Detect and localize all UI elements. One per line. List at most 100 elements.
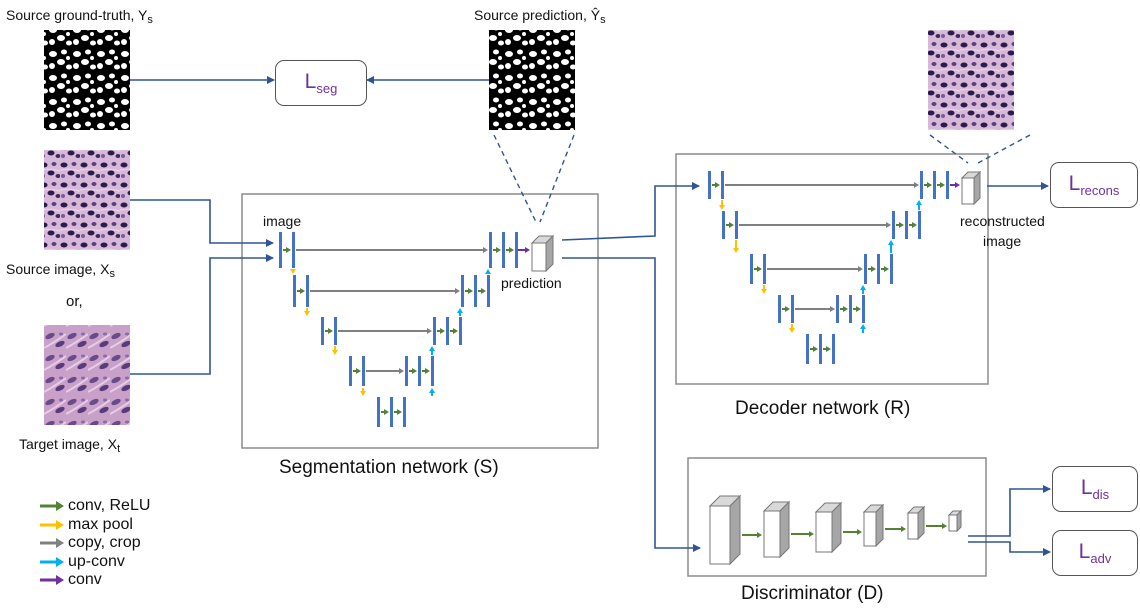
disc-to-adv-loss-arrow <box>968 541 1051 556</box>
source-prediction-text: Source prediction, <box>474 7 591 23</box>
legend-arrow-icon <box>40 538 64 548</box>
source-prediction-thumbnail <box>489 30 575 130</box>
dis-loss-symbol: L <box>1080 476 1093 499</box>
seg-enc-3-bar-1 <box>349 356 352 386</box>
legend-label: conv <box>68 571 102 588</box>
seg-dec-0-conv-relu-1-head <box>496 247 501 253</box>
dec-enc-1-bar-1 <box>722 211 725 239</box>
legend-item: up-conv <box>40 553 125 571</box>
seg-dec-2-bar-3 <box>459 317 462 345</box>
dec-skip-2-head <box>858 266 863 272</box>
seg-loss-subscript: seg <box>316 81 338 96</box>
source-prediction-label: Source prediction, Ŷs <box>474 8 606 26</box>
dec-upconv-0-head <box>916 200 922 205</box>
dec-enc-0-bar-1 <box>708 171 711 199</box>
disc-to-dis-loss-arrow <box>968 485 1051 537</box>
seg-bottleneck-bar-2 <box>390 397 393 427</box>
seg-bottleneck-bar-3 <box>403 397 406 427</box>
disc-arrow-2-head <box>857 529 862 535</box>
seg-to-disc-arrow <box>562 257 701 552</box>
seg-dec-3-conv-relu-2-head <box>425 368 430 374</box>
seg-enc-1-bar-2 <box>306 275 309 307</box>
discriminator-box <box>687 457 987 577</box>
disc-block-2-side <box>831 501 842 554</box>
dec-dec-1-bar-2 <box>905 211 908 239</box>
legend-arrow-icon <box>40 575 64 585</box>
seg-dec-2-bar-2 <box>446 317 449 345</box>
dec-maxpool-0-head <box>719 205 725 210</box>
dec-enc-3-bar-1 <box>778 295 781 323</box>
or-label: or, <box>66 293 83 310</box>
dec-dec-0-bar-3 <box>946 171 949 199</box>
disc-block-0-front <box>709 505 731 565</box>
dec-dec-3-conv-relu-1-head <box>843 306 848 312</box>
legend-item: copy, crop <box>40 534 141 552</box>
legend-label: copy, crop <box>68 534 141 551</box>
seg-skip-3-head <box>399 368 404 374</box>
disc-block-5-front <box>948 514 958 532</box>
legend-arrow-icon <box>40 519 64 530</box>
seg-bottleneck-conv-relu-1-head <box>384 409 389 415</box>
dec-dec-3-bar-2 <box>849 295 852 323</box>
reconstructed-image-thumbnail <box>928 30 1014 130</box>
legend-label: up-conv <box>68 552 125 570</box>
seg-enc-1-bar-1 <box>293 275 296 307</box>
target-image-thumbnail <box>44 325 130 425</box>
seg-skip-2-head <box>427 328 432 334</box>
discriminator-title: Discriminator (D) <box>741 583 884 604</box>
decoder-network-box <box>675 153 989 385</box>
reconstructed-label-line2: image <box>983 233 1022 249</box>
legend-item: conv <box>40 571 102 589</box>
dec-dec-0-bar-2 <box>933 171 936 199</box>
dec-dec-0-conv-relu-1-head <box>927 182 932 188</box>
image-label: image <box>263 213 302 229</box>
source-ground-truth-symbol: Y <box>138 7 148 23</box>
seg-maxpool-1-head <box>304 311 310 316</box>
dec-final-conv-head <box>955 182 960 188</box>
target-to-seg-arrow <box>130 254 274 375</box>
dec-bottleneck-conv-relu-1-head <box>813 346 818 352</box>
seg-dec-0-bar-3 <box>515 232 518 268</box>
dec-enc-2-bar-2 <box>763 254 766 284</box>
target-image-subscript: t <box>117 443 121 455</box>
seg-dec-1-conv-relu-1-head <box>468 288 473 294</box>
dec-dec-0-bar-1 <box>920 171 923 199</box>
seg-enc-0-bar-1 <box>279 232 282 268</box>
adv-loss-symbol: L <box>1078 540 1091 563</box>
seg-loss-label: Lseg <box>305 71 338 95</box>
dec-dec-1-bar-3 <box>918 211 921 239</box>
disc-block-1-side <box>779 500 790 559</box>
dec-maxpool-1-head <box>733 248 739 253</box>
recons-loss-box: Lrecons <box>1050 162 1138 208</box>
seg-prediction-cube-front <box>531 242 547 272</box>
source-ground-truth-text: Source ground-truth, <box>6 7 139 23</box>
dec-maxpool-3-head <box>789 328 795 333</box>
seg-enc-0-conv-relu-head <box>286 247 291 253</box>
dec-enc-3-bar-2 <box>791 295 794 323</box>
seg-enc-0-bar-2 <box>292 232 295 268</box>
seg-dec-0-conv-relu-2-head <box>509 247 514 253</box>
seg-enc-2-conv-relu-head <box>328 328 333 334</box>
seg-dec-3-bar-1 <box>405 356 408 386</box>
dec-dec-2-conv-relu-1-head <box>871 266 876 272</box>
seg-bottleneck-conv-relu-2-head <box>397 409 402 415</box>
dec-dec-0-conv-relu-2-head <box>940 182 945 188</box>
seg-enc-3-bar-2 <box>362 356 365 386</box>
seg-dec-1-bar-1 <box>461 275 464 307</box>
recons-loss-symbol: L <box>1068 172 1081 195</box>
disc-block-4-front <box>907 512 919 540</box>
seg-enc-2-bar-1 <box>321 317 324 345</box>
disc-block-4-side <box>917 505 925 541</box>
dis-loss-label: Ldis <box>1081 477 1109 501</box>
recon-zoom-line-right <box>977 134 1031 164</box>
dec-dec-1-conv-relu-1-head <box>899 222 904 228</box>
seg-maxpool-0-head <box>290 269 296 274</box>
prediction-label: prediction <box>501 275 562 291</box>
legend-label: max pool <box>68 515 133 533</box>
seg-skip-1-head <box>455 288 460 294</box>
source-prediction-symbol: Ŷ <box>590 7 601 23</box>
dec-skip-3-head <box>830 306 835 312</box>
disc-arrow-4-head <box>942 523 947 529</box>
